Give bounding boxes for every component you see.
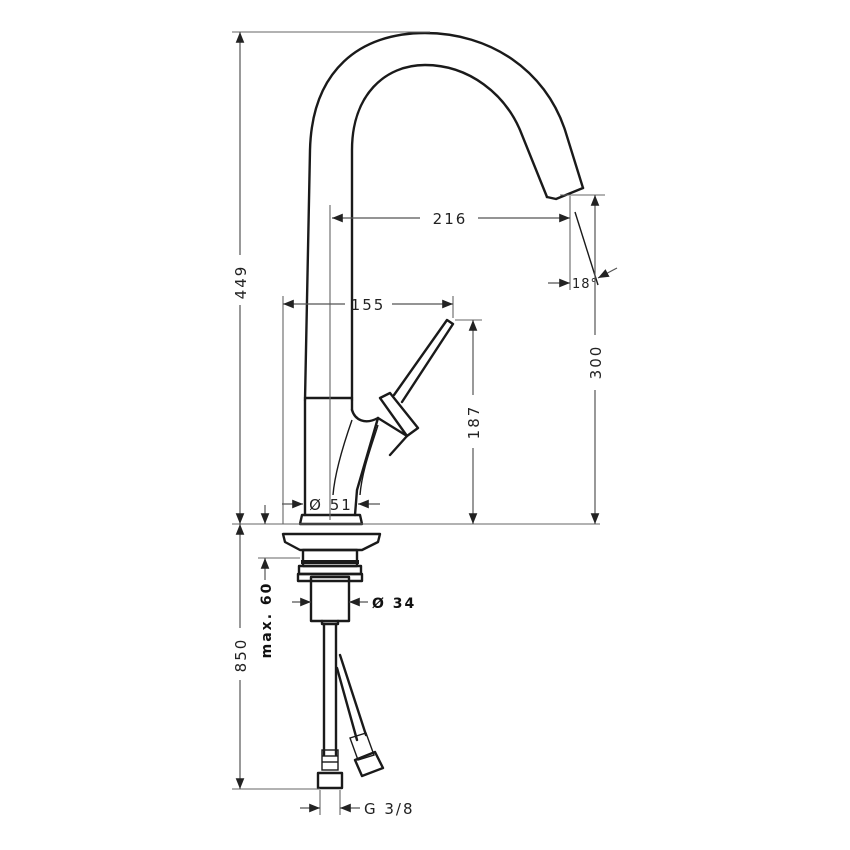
dim-label-300: 300 [587,345,605,380]
faucet-spout [303,31,585,402]
faucet-lever [376,318,455,457]
dim-label-max60: max. 60 [259,582,275,659]
dim-label-d51: Ø 51 [309,496,353,514]
dimension-spout-angle: 18° [548,211,618,292]
dimension-lever-height: 187 [455,319,483,524]
dimension-total-height: 449 [232,31,430,524]
dim-label-449: 449 [232,265,250,300]
dim-label-216: 216 [433,210,468,228]
supply-hoses [316,622,385,790]
dimension-max-deck-thickness: max. 60 [258,557,300,659]
faucet-body [298,205,380,526]
dimension-spout-reach: 216 [332,196,571,290]
dim-label-d34: Ø 34 [372,596,416,612]
dim-label-155: 155 [351,296,386,314]
dimension-shank-diameter: Ø 34 [292,596,416,612]
dimension-outlet-height: 300 [560,194,605,524]
dimension-base-diameter: Ø 51 [260,496,380,524]
dim-label-850: 850 [232,638,250,673]
dim-label-18deg: 18° [572,277,598,292]
dim-label-g38: G 3/8 [364,800,415,818]
dim-label-187: 187 [465,405,483,440]
dimension-hose-length: 850 [232,524,320,790]
dimension-connection-thread: G 3/8 [300,790,415,818]
dimension-lever-reach: 155 [282,296,454,524]
